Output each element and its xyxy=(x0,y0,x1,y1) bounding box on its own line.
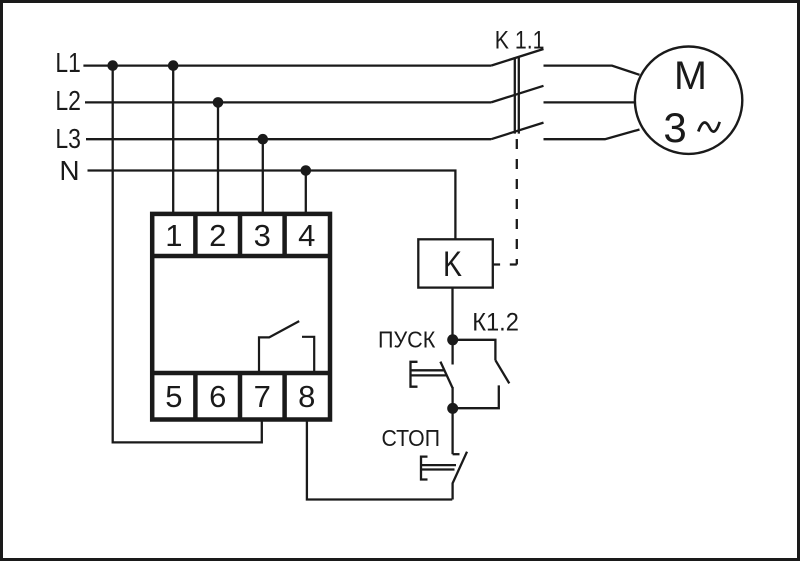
svg-text:2: 2 xyxy=(209,218,226,253)
svg-text:СТОП: СТОП xyxy=(382,425,441,451)
svg-text:L1: L1 xyxy=(55,47,80,78)
svg-text:3: 3 xyxy=(254,218,271,253)
svg-text:8: 8 xyxy=(298,379,315,414)
svg-text:К1.2: К1.2 xyxy=(472,309,519,337)
svg-text:5: 5 xyxy=(165,379,182,414)
svg-text:4: 4 xyxy=(298,218,315,253)
svg-text:K 1.1: K 1.1 xyxy=(495,27,545,55)
svg-text:ПУСК: ПУСК xyxy=(378,327,436,353)
svg-text:L2: L2 xyxy=(55,85,81,116)
svg-text:1: 1 xyxy=(165,218,182,253)
svg-text:6: 6 xyxy=(209,379,226,414)
svg-text:N: N xyxy=(59,155,79,186)
svg-text:3: 3 xyxy=(663,104,686,151)
svg-text:K: K xyxy=(443,245,462,284)
svg-text:7: 7 xyxy=(254,379,271,414)
svg-text:L3: L3 xyxy=(55,123,81,154)
svg-text:M: M xyxy=(674,54,707,98)
